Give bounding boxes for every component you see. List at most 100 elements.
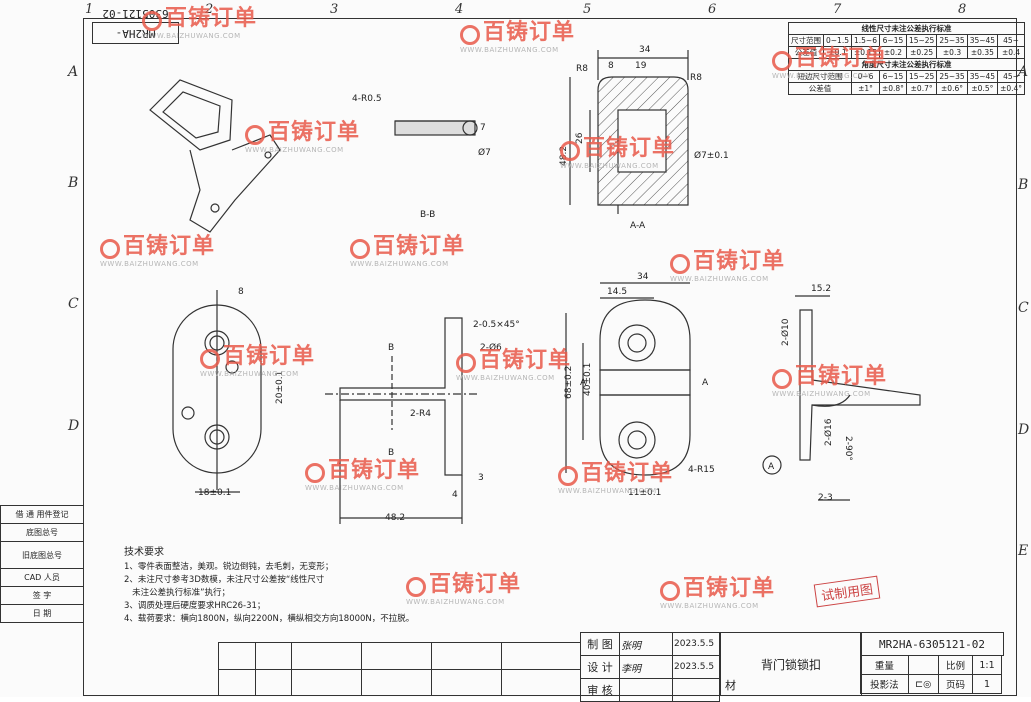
role-label: 审 核: [580, 678, 620, 702]
signature-table: 制 图 张明 2023.5.5 设 计 李明 2023.5.5 审 核: [580, 632, 720, 702]
column-number: 6: [708, 2, 717, 17]
dim-bb-hole: Ø7: [478, 147, 491, 158]
dim-front-11: 11±0.1: [628, 488, 661, 498]
dim-right-hole10: 2-Ø10: [780, 318, 791, 346]
tech-item: 3、调质处理后硬度要求HRC26-31；: [124, 601, 266, 611]
tech-item: 未注公差执行标准”执行；: [124, 588, 231, 598]
weight-label: 重量: [860, 655, 909, 675]
sign-date: [672, 678, 720, 702]
material-label: 材: [725, 679, 736, 692]
section-b-top: B: [388, 343, 394, 353]
dim-front-68: 68±0.2: [564, 366, 574, 399]
scale-value: 1:1: [972, 655, 1002, 675]
tech-title: 技术要求: [124, 547, 164, 558]
registration-cell: 日 期: [0, 604, 84, 623]
page-label: 页码: [937, 674, 974, 694]
signature: 张明: [619, 632, 673, 656]
dim-left-8: 8: [238, 287, 244, 297]
row-letter: E: [1018, 543, 1029, 559]
dim-side-chamfer: 2-0.5×45°: [473, 320, 520, 330]
dim-front-r15: 4-R15: [688, 465, 715, 475]
section-bb-view: [394, 120, 478, 136]
dim-left-20: 20±0.1: [275, 371, 285, 404]
signature: [619, 678, 673, 702]
dim-aa-hole: Ø7±0.1: [694, 150, 729, 161]
section-aa-view: [569, 50, 689, 214]
section-a-right: A: [702, 378, 709, 388]
column-number: 2: [205, 2, 214, 17]
datum-a: A: [768, 462, 775, 472]
tolerance-cell: ±0.4°: [997, 82, 1026, 95]
column-number: 5: [583, 2, 592, 17]
tolerance-cell: 45~: [997, 70, 1026, 83]
tolerance-cell: ±0.35: [966, 46, 999, 59]
dim-aa-48: 48.2: [559, 146, 569, 166]
dim-right-3: 2-3: [818, 493, 833, 503]
dim-front-40: 40±0.1: [583, 363, 593, 396]
dim-aa-26: 26: [575, 132, 585, 144]
dim-aa-width: 34: [639, 45, 651, 55]
tolerance-label: 公差值: [788, 82, 852, 95]
dim-right-angle: 2-90°: [843, 436, 853, 461]
tech-item: 1、零件表面整洁，美观。锐边倒钝，去毛刺，无变形；: [124, 562, 334, 572]
section-a-left: A: [580, 378, 587, 388]
dim-side-r4: 2-R4: [410, 409, 431, 419]
part-name: 背门锁锁扣 材: [720, 632, 862, 696]
weight-value: [907, 655, 939, 675]
registration-table: 借 通 用件登记 底图总号 旧底图总号 CAD 人员 签 字 日 期: [0, 505, 84, 623]
registration-cell: CAD 人员: [0, 568, 84, 587]
projection-label: 投影法: [860, 674, 909, 694]
sign-date: 2023.5.5: [672, 655, 720, 679]
role-label: 设 计: [580, 655, 620, 679]
registration-cell: 签 字: [0, 586, 84, 605]
dim-aa-r8-right: R8: [690, 73, 702, 83]
title-block: 制 图 张明 2023.5.5 设 计 李明 2023.5.5 审 核 背门锁锁…: [218, 632, 1015, 702]
tolerance-cell: ±0.7°: [905, 82, 938, 95]
registration-cell: 借 通 用件登记: [0, 505, 84, 524]
row-letter: D: [68, 418, 80, 434]
section-aa-label: A-A: [630, 221, 646, 231]
dim-side-length: 48.2: [385, 513, 405, 523]
dim-bb-7: 7: [480, 123, 486, 133]
dim-front-width: 34: [637, 272, 649, 282]
side-view: [325, 317, 480, 524]
tech-item: 4、载荷要求：横向1800N，纵向2200N，横纵相交方向18000N，不拉脱。: [124, 614, 415, 624]
tech-item: 2、未注尺寸参考3D数模，未注尺寸公差按“线性尺寸: [124, 575, 325, 585]
right-view: [762, 295, 921, 501]
column-number: 8: [958, 2, 967, 17]
section-b-bottom: B: [388, 448, 394, 458]
row-letter: C: [1018, 300, 1029, 316]
row-letter: B: [1018, 177, 1029, 193]
row-letter: A: [68, 64, 79, 80]
registration-cell: 旧底图总号: [0, 541, 84, 569]
sign-date: 2023.5.5: [672, 632, 720, 656]
dim-bb-radius: 4-R0.5: [352, 94, 382, 104]
drawing-number: MR2HA-6305121-02: [860, 632, 1004, 656]
dim-right-hole16: 2-Ø16: [823, 418, 834, 446]
scale-label: 比例: [937, 655, 974, 675]
tolerance-cell: ±0.5°: [966, 82, 999, 95]
row-letter: D: [1018, 422, 1030, 438]
part-name-text: 背门锁锁扣: [760, 657, 821, 672]
dim-right-15: 15.2: [811, 284, 831, 294]
signature: 李明: [619, 655, 673, 679]
revision-grid: [218, 642, 581, 695]
row-letter: C: [68, 296, 79, 312]
drawing-frame: [83, 18, 1017, 696]
meta-table: 重量 比例 1:1 投影法 ⊏◎ 页码 1: [860, 655, 1002, 694]
dim-front-14: 14.5: [607, 287, 627, 297]
column-number: 1: [85, 2, 94, 17]
page-value: 1: [972, 674, 1002, 694]
registration-cell: 底图总号: [0, 523, 84, 542]
dim-side-3: 3: [478, 473, 484, 483]
role-label: 制 图: [580, 632, 620, 656]
column-number: 4: [455, 2, 464, 17]
dim-aa-19: 19: [635, 61, 647, 71]
dim-side-holes: 2-Ø6: [480, 342, 502, 353]
front-view: [565, 282, 691, 476]
dim-aa-8: 8: [608, 61, 614, 71]
isometric-view: [149, 79, 281, 233]
column-number: 7: [833, 2, 842, 17]
